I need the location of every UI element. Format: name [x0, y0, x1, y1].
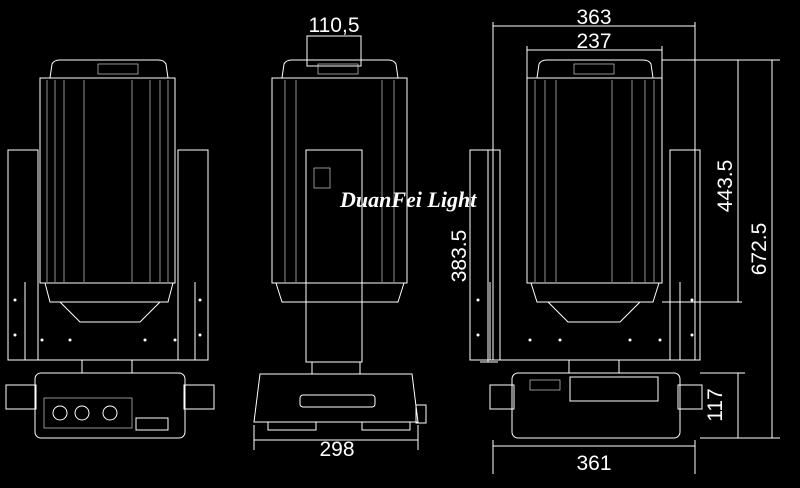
- rear-head-body: [526, 77, 663, 284]
- rear-neck: [568, 359, 620, 374]
- front-base-panel: [135, 417, 169, 431]
- side-top-cap: [281, 59, 399, 79]
- dim-base-width: 361: [576, 452, 611, 475]
- front-head-body: [39, 77, 176, 284]
- rear-base-panel: [569, 376, 659, 402]
- rear-screw-dots: [476, 298, 694, 342]
- front-base-handle-left: [5, 384, 37, 410]
- side-base-handle: [299, 394, 376, 408]
- dim-head-width: 237: [576, 30, 611, 53]
- rear-base-handle-right: [677, 384, 703, 410]
- side-foot-right: [361, 421, 411, 431]
- rear-top-cap: [536, 59, 654, 79]
- connector-2-icon: [74, 405, 90, 421]
- side-foot-left: [267, 421, 317, 431]
- rear-view: 363 237: [469, 6, 780, 475]
- front-base: [34, 372, 186, 439]
- rear-base-handle-left: [489, 384, 515, 410]
- dim-total-height: 672.5: [748, 223, 771, 276]
- watermark-text: DuanFei Light: [339, 187, 477, 212]
- rear-yoke-right: [669, 149, 701, 361]
- rear-yoke-left: [469, 149, 501, 361]
- connector-3-icon: [102, 405, 118, 421]
- dim-side-top-box: [306, 35, 362, 67]
- rear-base: [511, 372, 681, 439]
- rear-yoke-plate: [489, 282, 681, 361]
- side-yoke-column: [305, 149, 363, 363]
- side-head-body: [271, 77, 408, 284]
- front-neck: [81, 359, 133, 374]
- front-screw-dots: [13, 298, 202, 342]
- dim-side-top-width: 110,5: [309, 14, 360, 37]
- front-yoke-left: [7, 149, 39, 361]
- dim-head-height: 443.5: [714, 160, 737, 213]
- side-neck: [311, 361, 361, 375]
- dim-side-base-width: 298: [319, 438, 354, 461]
- dim-base-height: 117: [704, 388, 727, 421]
- side-base-knob: [415, 404, 427, 424]
- side-base: [253, 373, 419, 423]
- front-base-handle-right: [183, 384, 215, 410]
- front-yoke-plate: [24, 282, 196, 361]
- dim-overall-width: 363: [576, 6, 611, 29]
- connector-1-icon: [52, 405, 68, 421]
- side-view: 110,5 298 383.5: [253, 14, 498, 461]
- front-yoke-right: [177, 149, 209, 361]
- front-bottom-cap: [44, 282, 174, 303]
- dim-side-height: 383.5: [448, 230, 471, 283]
- rear-bottom-cap: [530, 282, 660, 303]
- side-bottom-cap: [275, 282, 405, 303]
- front-view: [5, 59, 215, 439]
- front-top-cap: [49, 59, 169, 79]
